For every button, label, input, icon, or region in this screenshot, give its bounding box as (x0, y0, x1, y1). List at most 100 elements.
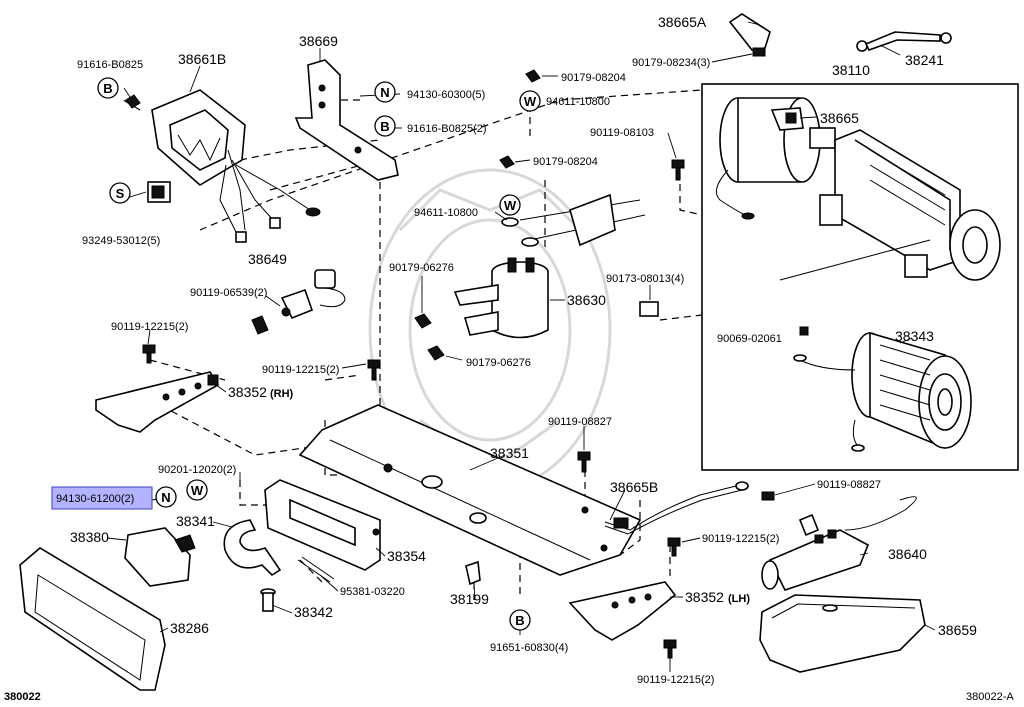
label-38341[interactable]: 38341 (176, 513, 215, 529)
label-38342[interactable]: 38342 (294, 604, 333, 620)
label-38352-lh[interactable]: 38352 (685, 589, 724, 605)
bolt-90119-12215-c[interactable] (667, 537, 681, 557)
remote-switch-38640[interactable] (761, 496, 917, 591)
label-38199[interactable]: 38199 (450, 591, 489, 607)
selected-part-highlight (51, 486, 153, 510)
clip-38199[interactable] (465, 560, 481, 586)
lever-38241[interactable] (856, 31, 952, 52)
part-labels: 38665A 38241 90179-08234(3) 38110 38669 … (4, 14, 1014, 703)
bolt-90069-02061[interactable] (799, 326, 809, 336)
symbol-n-2: N (155, 486, 177, 508)
label-91651-60830[interactable]: 91651-60830(4) (490, 642, 568, 654)
label-38351[interactable]: 38351 (490, 445, 529, 461)
label-38659[interactable]: 38659 (938, 622, 977, 638)
bolt-90119-08103[interactable] (671, 159, 685, 181)
label-90179-06276-a[interactable]: 90179-06276 (389, 262, 454, 274)
wire-rope-38343[interactable] (793, 331, 972, 452)
label-91616-b0825-2[interactable]: 91616-B0825(2) (407, 123, 487, 135)
label-38241[interactable]: 38241 (905, 52, 944, 68)
leader-lines (106, 21, 936, 672)
label-90179-08204-b[interactable]: 90179-08204 (533, 156, 598, 168)
winch-drum-38110[interactable] (779, 129, 1001, 281)
label-90173-08013[interactable]: 90173-08013(4) (606, 273, 684, 285)
symbol-w-1: W (519, 90, 541, 112)
label-94130-61200[interactable]: 94130-61200(2) (56, 493, 134, 505)
symbol-n-1: N (374, 81, 396, 103)
fairlead-38354[interactable] (264, 479, 381, 571)
label-38630[interactable]: 38630 (567, 292, 606, 308)
plate-38380[interactable] (124, 527, 196, 587)
label-90119-08827-a[interactable]: 90119-08827 (548, 416, 612, 428)
connector-93249-53012[interactable] (147, 181, 171, 203)
label-90119-12215-d[interactable]: 90119-12215(2) (637, 674, 714, 686)
svg-text:N: N (161, 490, 170, 505)
bolt-90119-12215-b[interactable] (367, 359, 381, 381)
hook-38341[interactable] (223, 519, 282, 577)
label-38665b[interactable]: 38665B (610, 479, 658, 495)
label-38669[interactable]: 38669 (299, 33, 338, 49)
svg-text:W: W (191, 483, 204, 498)
cable-38665[interactable] (770, 107, 804, 131)
pin-38342[interactable] (260, 588, 276, 612)
label-94611-10800-a[interactable]: 94611-10800 (546, 96, 610, 108)
cover-38286[interactable] (19, 547, 166, 691)
label-38665a[interactable]: 38665A (658, 14, 707, 30)
label-38354[interactable]: 38354 (387, 548, 426, 564)
bracket-38352-rh[interactable] (95, 371, 220, 433)
nut-90179-08204-b[interactable] (499, 155, 515, 169)
bolt-90119-08827-a[interactable] (577, 451, 591, 473)
cable-38665b[interactable] (604, 481, 749, 535)
label-38649[interactable]: 38649 (248, 251, 287, 267)
label-95381-03220[interactable]: 95381-03220 (340, 586, 405, 598)
cable-94611-10800[interactable] (501, 193, 646, 247)
bracket-38352-lh[interactable] (568, 581, 677, 641)
label-90119-12215-b[interactable]: 90119-12215(2) (262, 364, 339, 376)
label-38286[interactable]: 38286 (170, 620, 209, 636)
label-90119-12215-a[interactable]: 90119-12215(2) (111, 321, 188, 333)
screw-90119-06539[interactable] (251, 315, 269, 335)
bolt-90119-08827-b[interactable] (761, 491, 775, 501)
solenoid-38630[interactable] (453, 257, 549, 339)
label-38352-rh[interactable]: 38352 (228, 384, 267, 400)
figure-code-left: 380022 (4, 691, 41, 703)
label-90179-06276-b[interactable]: 90179-06276 (466, 357, 531, 369)
label-93249-53012[interactable]: 93249-53012(5) (82, 235, 160, 247)
label-38110[interactable]: 38110 (832, 62, 870, 78)
control-box-38661b[interactable] (151, 89, 321, 243)
symbol-s-1: S (109, 182, 131, 204)
svg-text:N: N (380, 85, 389, 100)
bolt-90119-12215-a[interactable] (142, 344, 156, 364)
svg-text:B: B (515, 613, 524, 628)
label-91616-b0825[interactable]: 91616-B0825 (77, 59, 143, 71)
bolt-90119-12215-d[interactable] (663, 639, 677, 659)
label-38665[interactable]: 38665 (820, 110, 859, 126)
label-90119-08103[interactable]: 90119-08103 (590, 127, 654, 139)
label-90201-12020[interactable]: 90201-12020(2) (158, 464, 236, 476)
label-90119-08827-b[interactable]: 90119-08827 (817, 479, 881, 491)
nut-90173-08013[interactable] (639, 301, 659, 317)
label-94130-60300[interactable]: 94130-60300(5) (407, 89, 485, 101)
bracket-38669[interactable] (294, 59, 399, 181)
nut-90179-06276-a[interactable] (414, 313, 432, 329)
symbol-b-3: B (509, 609, 531, 631)
cable-end-38665a[interactable] (728, 13, 771, 57)
nut-91616-b0825[interactable] (125, 94, 141, 109)
label-90119-12215-c[interactable]: 90119-12215(2) (702, 533, 779, 545)
label-38380[interactable]: 38380 (70, 529, 109, 545)
label-38640[interactable]: 38640 (888, 546, 927, 562)
label-90179-08204-a[interactable]: 90179-08204 (561, 72, 626, 84)
label-90069-02061[interactable]: 90069-02061 (717, 333, 782, 345)
frame-38351[interactable] (298, 404, 642, 576)
label-94611-10800-b[interactable]: 94611-10800 (414, 207, 478, 219)
label-90179-08234[interactable]: 90179-08234(3) (632, 57, 710, 69)
pin-95381-03220[interactable] (297, 556, 335, 583)
nut-90179-06276-b[interactable] (427, 345, 445, 361)
label-rh: (RH) (270, 388, 294, 400)
switch-38649[interactable] (280, 269, 346, 320)
label-38343[interactable]: 38343 (895, 328, 934, 344)
label-90119-06539[interactable]: 90119-06539(2) (190, 287, 267, 299)
svg-text:B: B (103, 81, 112, 96)
nut-90179-08204-a[interactable] (525, 69, 541, 83)
label-38661b[interactable]: 38661B (178, 51, 226, 67)
pouch-38659[interactable] (759, 594, 926, 673)
